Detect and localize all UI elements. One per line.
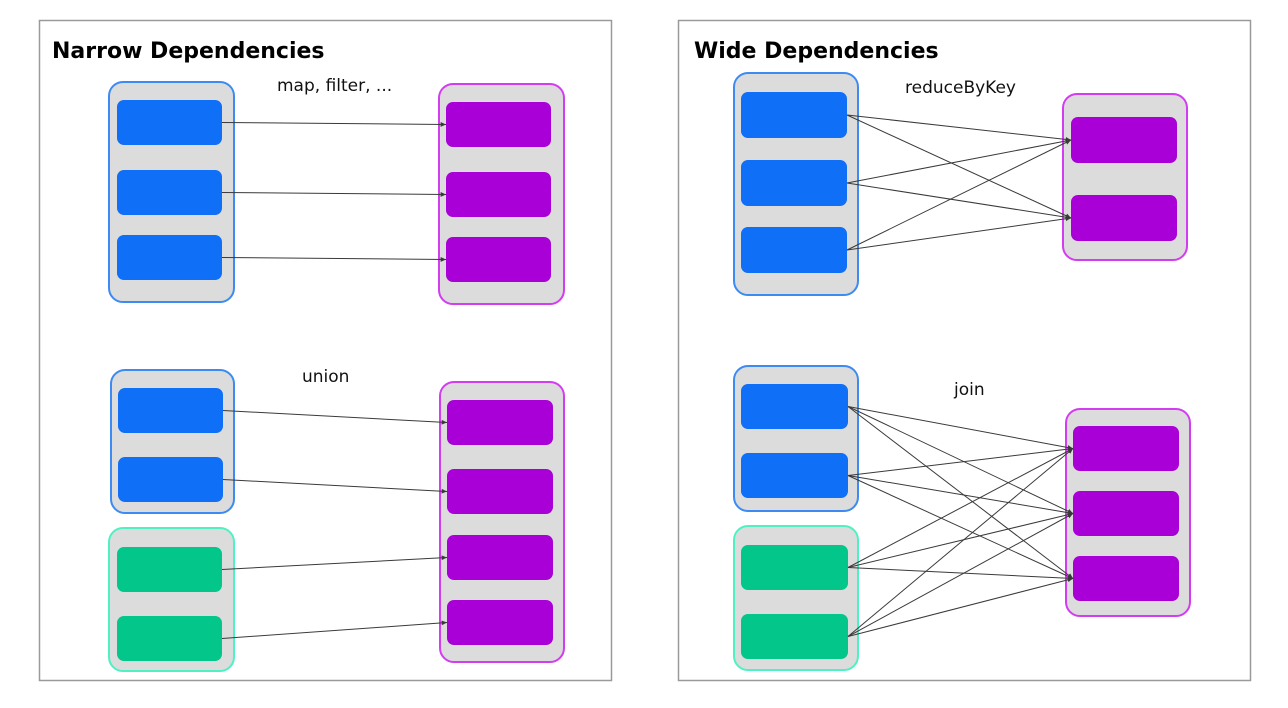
edge-join-1-3 xyxy=(847,406,1074,579)
narrow-union-parent-b-partition-2 xyxy=(117,616,222,661)
op-label-reduce-by-key: reduceByKey xyxy=(905,78,1016,98)
wide-join-child-partition-1 xyxy=(1073,426,1179,471)
wide-join-parent-b-partition-1 xyxy=(741,545,848,590)
wide-join-child-partition-2 xyxy=(1073,491,1179,536)
narrow-union-parent-a-partition-1 xyxy=(118,388,223,433)
edge-join-1-2 xyxy=(847,406,1074,514)
narrow-map-parent-partition-3 xyxy=(117,235,222,280)
edge-join-4-3 xyxy=(847,577,1074,637)
narrow-union-child-rdd xyxy=(439,381,565,663)
narrow-union-child-partition-2 xyxy=(447,469,553,514)
narrow-map-child-partition-3 xyxy=(446,237,551,282)
wide-reduce-parent-partition-1 xyxy=(741,92,847,138)
edge-map-1 xyxy=(221,122,447,127)
wide-reduce-child-partition-2 xyxy=(1071,195,1177,241)
narrow-panel-title: Narrow Dependencies xyxy=(52,39,325,64)
edge-union-2 xyxy=(222,479,448,494)
narrow-union-child-partition-3 xyxy=(447,535,553,580)
op-label-union: union xyxy=(302,367,349,387)
edge-reduce-1-2 xyxy=(846,114,1072,219)
edge-union-4 xyxy=(221,620,448,639)
edge-reduce-3-2 xyxy=(846,216,1072,251)
narrow-map-child-partition-2 xyxy=(446,172,551,217)
wide-join-child-partition-3 xyxy=(1073,556,1179,601)
wide-reduce-parent-partition-2 xyxy=(741,160,847,206)
op-label-map-filter: map, filter, ... xyxy=(277,76,392,96)
narrow-map-child-partition-1 xyxy=(446,102,551,147)
wide-reduce-parent-partition-3 xyxy=(741,227,847,273)
edge-join-3-2 xyxy=(847,512,1074,568)
wide-join-parent-a-partition-2 xyxy=(741,453,848,498)
wide-join-parent-b-partition-2 xyxy=(741,614,848,659)
edge-join-4-1 xyxy=(847,448,1074,637)
edge-reduce-2-2 xyxy=(846,182,1072,220)
edge-reduce-3-1 xyxy=(846,139,1072,251)
edge-union-3 xyxy=(221,555,448,570)
edge-map-3 xyxy=(221,257,447,262)
edge-reduce-2-1 xyxy=(846,138,1072,184)
edge-reduce-1-1 xyxy=(846,114,1072,142)
narrow-union-parent-a-partition-2 xyxy=(118,457,223,502)
narrow-map-parent-partition-2 xyxy=(117,170,222,215)
edge-join-4-2 xyxy=(847,513,1074,637)
wide-panel-title: Wide Dependencies xyxy=(694,39,939,64)
narrow-union-child-partition-4 xyxy=(447,600,553,645)
wide-join-parent-a-partition-1 xyxy=(741,384,848,429)
wide-reduce-child-partition-1 xyxy=(1071,117,1177,163)
op-label-join: join xyxy=(953,380,985,400)
edge-join-2-3 xyxy=(847,475,1074,579)
edge-join-2-1 xyxy=(847,446,1074,476)
edge-join-1-1 xyxy=(847,406,1074,450)
edge-join-3-1 xyxy=(847,448,1074,568)
narrow-map-parent-partition-1 xyxy=(117,100,222,145)
edge-join-2-2 xyxy=(847,475,1074,515)
narrow-union-parent-b-partition-1 xyxy=(117,547,222,592)
edge-join-3-3 xyxy=(847,567,1074,581)
edge-map-2 xyxy=(221,192,447,197)
narrow-union-child-partition-1 xyxy=(447,400,553,445)
edge-union-1 xyxy=(222,410,448,425)
